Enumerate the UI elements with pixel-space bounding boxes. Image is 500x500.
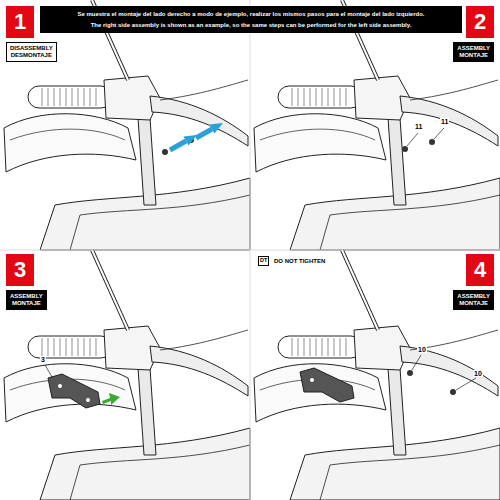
handlebar-drawing [254, 250, 500, 500]
handlebar-drawing [4, 0, 250, 250]
callout-number: 11 [440, 118, 449, 125]
fit-arrow [102, 393, 120, 405]
handlebar-drawing [4, 250, 250, 500]
node-text: ASSEMBLY MONTAJE [457, 45, 490, 59]
node-text: ASSEMBLY MONTAJE [10, 293, 43, 307]
callout-number: 11 [414, 123, 423, 130]
leader-line [412, 355, 421, 370]
node-text: ASSEMBLY MONTAJE [457, 293, 490, 307]
bracket [48, 374, 100, 408]
callout-number: 10 [417, 346, 427, 353]
callout-number: 10 [473, 370, 483, 377]
bolt [402, 146, 408, 152]
callout-number: 3 [40, 356, 46, 363]
banner-note: The right side assembly is shown as an e… [91, 22, 412, 28]
node-text: 3 [14, 259, 26, 281]
step-label: ASSEMBLY MONTAJE [6, 290, 47, 310]
bracket-hole [310, 378, 314, 382]
leader-line [456, 378, 476, 390]
note-text: DO NOT TIGHTEN [273, 258, 326, 264]
step-number: 2 [466, 6, 494, 38]
step-number: 4 [466, 254, 494, 286]
node-text: 2 [474, 11, 486, 33]
bolt [450, 389, 456, 395]
node-text: 4 [474, 259, 486, 281]
bracket [300, 368, 354, 402]
removal-arrow-head [184, 135, 198, 145]
step-label: DISASSEMBLY DESMONTAJE [6, 42, 57, 62]
panel-divider [0, 250, 500, 251]
step-label: ASSEMBLY MONTAJE [453, 290, 494, 310]
leader-line [434, 128, 444, 139]
leader-line [407, 133, 418, 146]
bolt [162, 149, 168, 155]
removal-arrow-head [210, 123, 224, 133]
removal-arrow [170, 141, 186, 150]
banner-bar [40, 6, 462, 33]
bolt [407, 370, 413, 376]
step-number: 1 [6, 6, 34, 38]
node-text: 1 [14, 11, 26, 33]
removal-arrow [196, 129, 212, 138]
leader-line [45, 365, 52, 377]
banner-note: Se muestra el montaje del lado derecho a… [77, 11, 424, 17]
bracket-hole [58, 384, 62, 388]
bracket-hole [86, 398, 90, 402]
bolt [429, 139, 435, 145]
step-label: ASSEMBLY MONTAJE [453, 42, 494, 62]
node-text: DISASSEMBLY DESMONTAJE [10, 45, 53, 59]
step-number: 3 [6, 254, 34, 286]
handlebar-drawing [254, 0, 500, 250]
torque-icon: DT [258, 256, 269, 266]
